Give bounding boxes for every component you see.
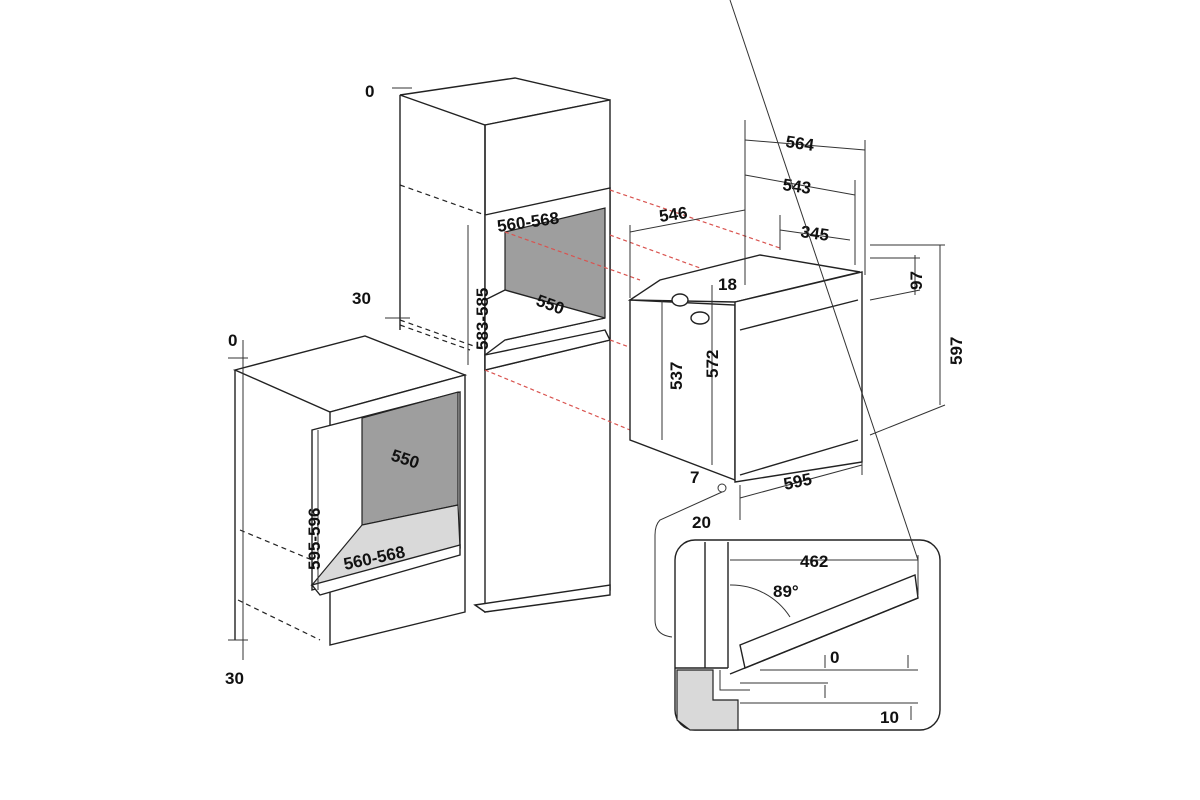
door-detail-inset — [674, 0, 941, 731]
oven-panel-top-label: 97 — [907, 271, 926, 290]
oven-rear-depth-label: 345 — [799, 222, 830, 245]
base-niche-height-label: 595-596 — [305, 508, 324, 570]
oven-bottom-gap-label: 7 — [690, 468, 699, 487]
oven-door-thickness-label: 20 — [692, 513, 711, 532]
oven-front-height-label: 597 — [947, 337, 966, 365]
oven-top-offset-label: 18 — [718, 275, 737, 294]
door-offset-bottom-label: 10 — [880, 708, 899, 727]
tall-top-clearance-label: 0 — [365, 82, 374, 101]
oven-case-height-label: 572 — [703, 350, 722, 378]
door-offset-top-label: 0 — [830, 648, 839, 667]
oven-case-depth-label: 546 — [658, 203, 689, 226]
base-cabinet — [228, 335, 468, 660]
tall-cabinet — [385, 77, 612, 613]
tall-side-clearance-label: 30 — [352, 289, 371, 308]
oven — [627, 120, 946, 638]
base-bottom-clearance-label: 30 — [225, 669, 244, 688]
door-open-depth-label: 462 — [800, 552, 828, 571]
detail-callout-line — [654, 491, 723, 638]
oven-body-depth-label: 543 — [781, 175, 812, 198]
oven-body-height-label: 537 — [667, 362, 686, 390]
oven-overall-depth-label: 564 — [784, 132, 815, 155]
door-angle-label: 89° — [773, 582, 799, 601]
base-top-clearance-label: 0 — [228, 331, 237, 350]
tall-niche-height-label: 583-585 — [473, 288, 492, 350]
